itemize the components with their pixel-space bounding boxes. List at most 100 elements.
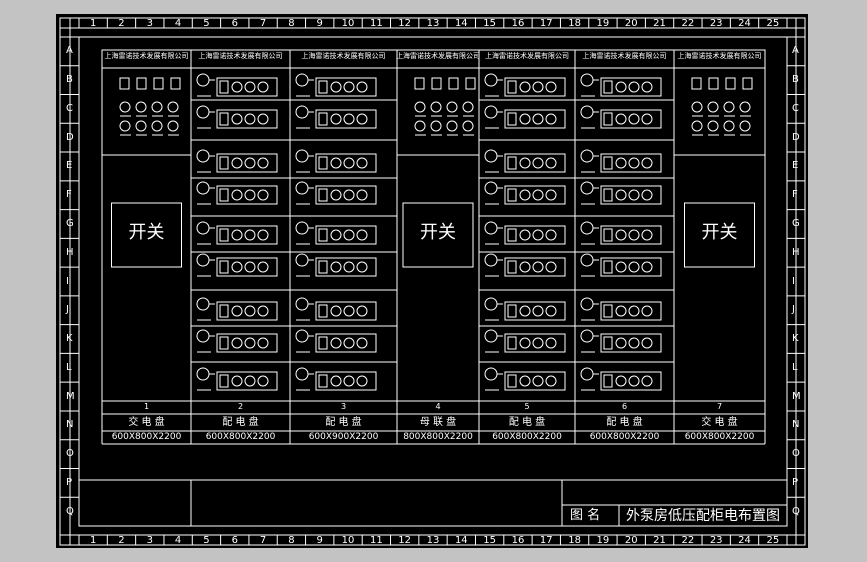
outer-frame xyxy=(59,17,806,546)
selector-knob-icon xyxy=(151,120,163,132)
column-marker-bottom: 7 xyxy=(259,535,267,546)
row-marker-right: Q xyxy=(792,505,800,517)
selector-knob-icon xyxy=(167,120,179,132)
gauge-icon xyxy=(356,81,368,93)
ammeter-icon xyxy=(603,80,613,94)
ammeter-icon xyxy=(507,336,517,350)
gauge-icon xyxy=(545,157,557,169)
ammeter-icon xyxy=(219,156,229,170)
gauge-icon xyxy=(343,261,355,273)
row-marker-right: L xyxy=(792,361,798,373)
inner-frame xyxy=(78,36,788,527)
panel-dimensions: 600X900X2200 xyxy=(308,432,379,442)
ammeter-icon xyxy=(603,188,613,202)
ammeter-icon xyxy=(318,188,328,202)
panel-header-company: 上海雷诺技术发展有限公司 xyxy=(301,52,386,60)
row-marker-right: P xyxy=(792,476,799,488)
meter-plate xyxy=(600,225,662,245)
gauge-icon xyxy=(532,157,544,169)
gauge-icon xyxy=(231,157,243,169)
gauge-icon xyxy=(519,229,531,241)
panel-number: 7 xyxy=(716,402,723,411)
panel-dimensions: 600X800X2200 xyxy=(492,432,562,442)
switch-label: 开关 xyxy=(128,222,165,243)
column-marker-top: 4 xyxy=(174,18,182,29)
meter-plate xyxy=(600,301,662,321)
selector-knob-icon xyxy=(739,120,751,132)
gauge-icon xyxy=(244,189,256,201)
meter-plate xyxy=(600,257,662,277)
ammeter-icon xyxy=(318,304,328,318)
gauge-icon xyxy=(615,305,627,317)
gauge-icon xyxy=(356,113,368,125)
gauge-icon xyxy=(641,81,653,93)
column-marker-bottom: 21 xyxy=(653,535,666,546)
row-marker-left: M xyxy=(66,390,75,402)
meter-plate xyxy=(504,77,566,97)
selector-knob-icon xyxy=(691,120,703,132)
drawing-canvas xyxy=(59,17,806,546)
gauge-icon xyxy=(343,229,355,241)
gauge-icon xyxy=(231,375,243,387)
gauge-icon xyxy=(356,261,368,273)
column-marker-top: 25 xyxy=(766,18,780,29)
breaker-handle-icon xyxy=(196,105,210,119)
ammeter-icon xyxy=(119,77,130,90)
column-marker-bottom: 17 xyxy=(539,535,553,546)
ammeter-icon xyxy=(170,77,181,90)
column-marker-bottom: 5 xyxy=(203,535,210,546)
gauge-icon xyxy=(532,375,544,387)
gauge-icon xyxy=(628,337,640,349)
row-marker-right: N xyxy=(792,419,800,431)
ammeter-icon xyxy=(318,80,328,94)
ammeter-icon xyxy=(507,260,517,274)
row-marker-right: G xyxy=(792,217,800,229)
row-marker-right: E xyxy=(792,160,799,172)
gauge-icon xyxy=(641,375,653,387)
ammeter-icon xyxy=(708,77,719,90)
gauge-icon xyxy=(356,305,368,317)
gauge-icon xyxy=(615,261,627,273)
gauge-icon xyxy=(545,337,557,349)
row-marker-left: G xyxy=(66,217,74,229)
breaker-handle-icon xyxy=(295,297,309,311)
gauge-icon xyxy=(532,229,544,241)
ammeter-icon xyxy=(219,260,229,274)
panel-number: 3 xyxy=(340,402,347,411)
column-marker-top: 9 xyxy=(316,18,323,29)
indicator-lamp-icon xyxy=(414,101,426,113)
gauge-icon xyxy=(343,337,355,349)
column-marker-bottom: 2 xyxy=(118,535,125,546)
column-marker-top: 24 xyxy=(738,18,751,29)
panel-name: 配 电 盘 xyxy=(325,417,362,428)
gauge-icon xyxy=(532,81,544,93)
row-marker-left: E xyxy=(66,160,73,172)
column-marker-bottom: 11 xyxy=(369,535,383,546)
row-marker-left: D xyxy=(66,131,74,143)
breaker-handle-icon xyxy=(295,105,309,119)
gauge-icon xyxy=(532,113,544,125)
ammeter-icon xyxy=(507,80,517,94)
breaker-handle-icon xyxy=(484,329,498,343)
column-marker-top: 14 xyxy=(454,18,468,29)
panel-header-company: 上海雷诺技术发展有限公司 xyxy=(582,52,667,60)
switch-label: 开关 xyxy=(701,222,738,243)
selector-knob-icon xyxy=(723,120,735,132)
panel-header-company: 上海雷诺技术发展有限公司 xyxy=(396,52,480,60)
ammeter-icon xyxy=(465,77,476,90)
gauge-icon xyxy=(519,81,531,93)
gauge-icon xyxy=(519,337,531,349)
ammeter-icon xyxy=(448,77,459,90)
panel-name: 配 电 盘 xyxy=(508,417,546,428)
ammeter-icon xyxy=(219,80,229,94)
gauge-icon xyxy=(628,375,640,387)
ammeter-icon xyxy=(507,374,517,388)
row-marker-left: L xyxy=(66,361,72,373)
ammeter-icon xyxy=(507,188,517,202)
ammeter-icon xyxy=(603,260,613,274)
breaker-handle-icon xyxy=(580,221,594,235)
column-marker-bottom: 19 xyxy=(596,535,610,546)
switch-door xyxy=(111,202,182,268)
